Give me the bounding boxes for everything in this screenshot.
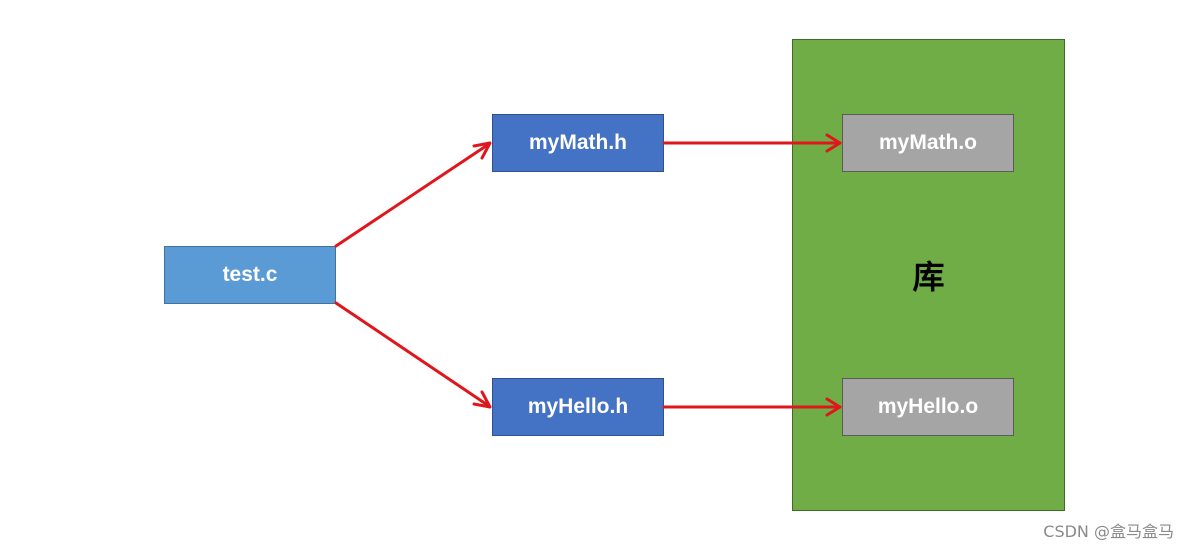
arrow-test-to-mymath-h xyxy=(334,142,491,248)
arrow-test-to-myhello-h xyxy=(334,301,491,408)
arrowhead-test-to-myhello-h xyxy=(472,390,492,409)
node-mymath-h: myMath.h xyxy=(492,114,664,172)
node-test-c: test.c xyxy=(164,246,336,304)
library-label: 库 xyxy=(912,258,945,296)
node-myhello-h: myHello.h xyxy=(492,378,664,436)
node-mymath-o: myMath.o xyxy=(842,114,1014,172)
node-myhello-o: myHello.o xyxy=(842,378,1014,436)
arrowhead-test-to-mymath-h xyxy=(472,141,492,160)
watermark: CSDN @盒马盒马 xyxy=(1043,522,1174,541)
